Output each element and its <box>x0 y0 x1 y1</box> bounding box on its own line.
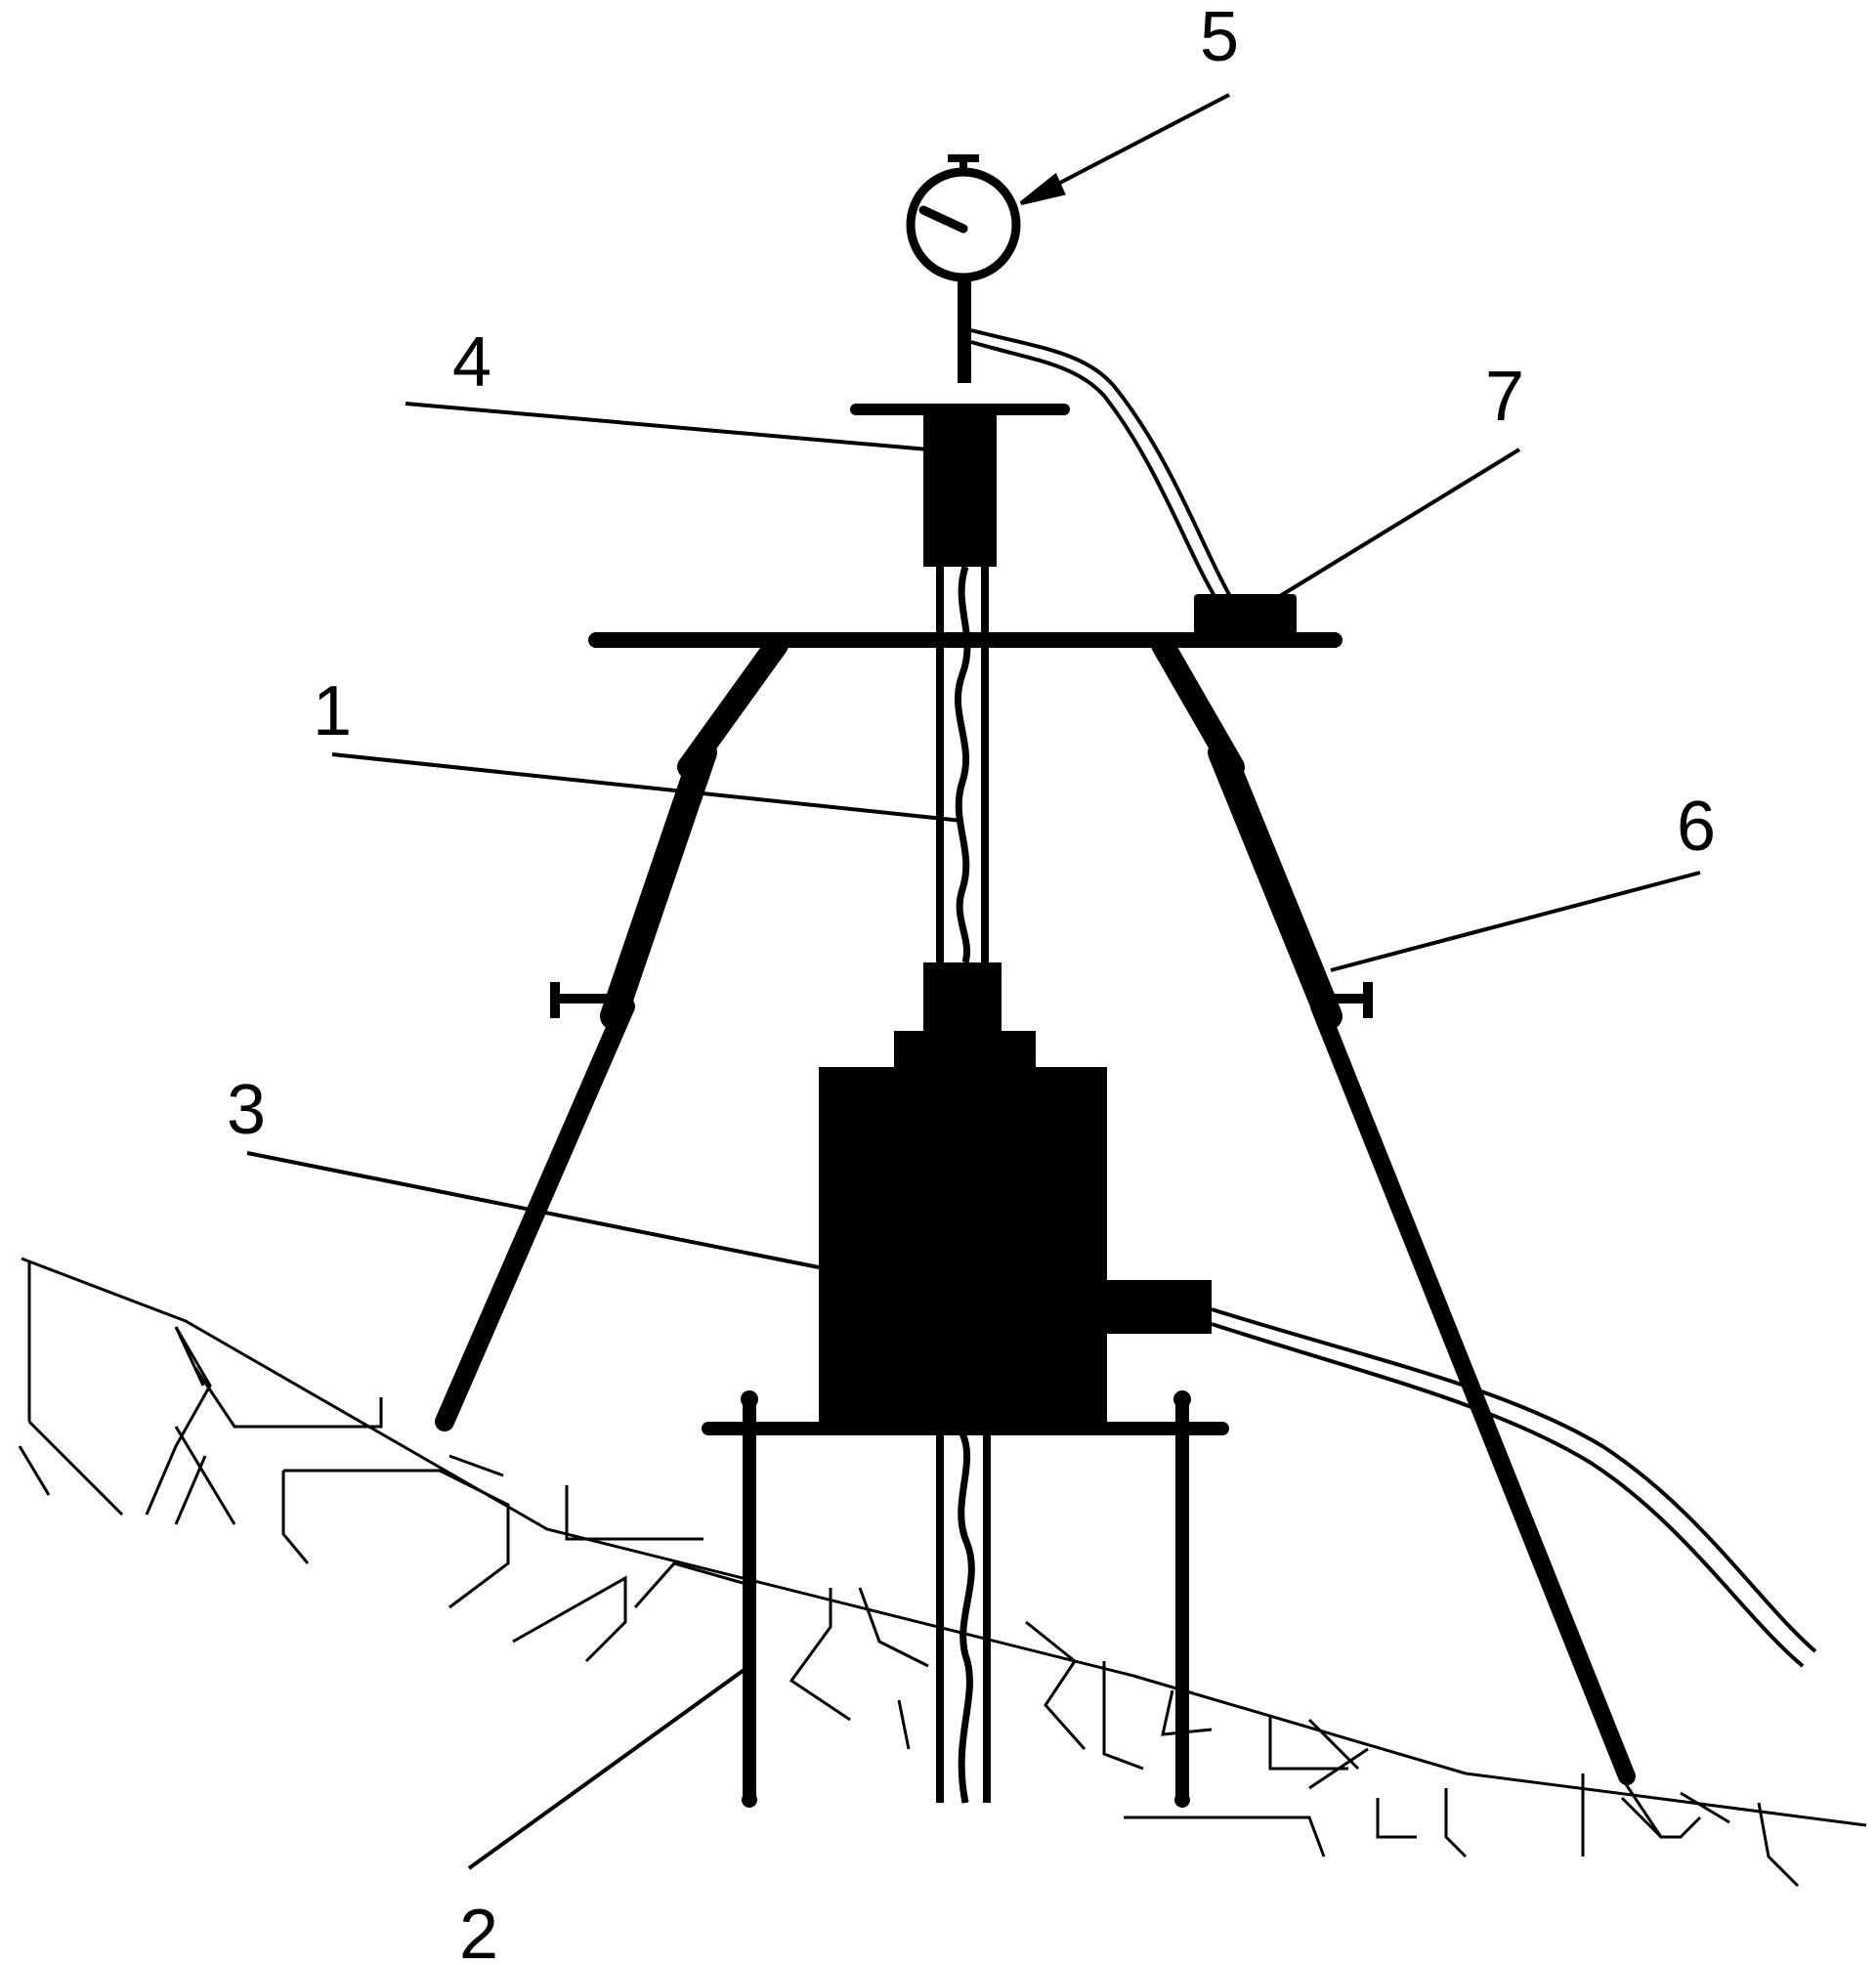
anchor-base <box>702 1390 1229 1808</box>
callout-4: 4 <box>452 323 491 402</box>
leader-6 <box>1330 871 1701 972</box>
callout-5: 5 <box>1200 0 1239 76</box>
leader-2 <box>467 1664 751 1870</box>
gauge-holder <box>850 404 1070 567</box>
measuring-rod <box>936 565 989 963</box>
dial-gauge <box>906 154 1021 383</box>
ground-surface <box>18 1257 1867 1888</box>
tripod-leg-right <box>1151 633 1636 1785</box>
leader-1 <box>331 752 963 823</box>
callout-labels: 5 4 7 1 6 3 2 <box>227 0 1716 1965</box>
leader-lines <box>246 93 1701 1870</box>
data-logger <box>1194 594 1297 635</box>
callout-7: 7 <box>1485 358 1524 436</box>
leader-5 <box>1035 93 1230 197</box>
arrow-head-5 <box>1019 172 1066 205</box>
callout-6: 6 <box>1677 788 1716 866</box>
leader-3 <box>246 1151 820 1269</box>
leader-7 <box>1278 448 1521 598</box>
tripod-frame <box>435 632 1636 1785</box>
callout-1: 1 <box>313 672 352 750</box>
sensor-body <box>819 962 1212 1433</box>
tripod-leg-left <box>435 633 789 1431</box>
callout-2: 2 <box>459 1896 498 1965</box>
leader-4 <box>405 402 929 451</box>
cables <box>970 328 1817 1668</box>
callout-3: 3 <box>227 1071 266 1149</box>
